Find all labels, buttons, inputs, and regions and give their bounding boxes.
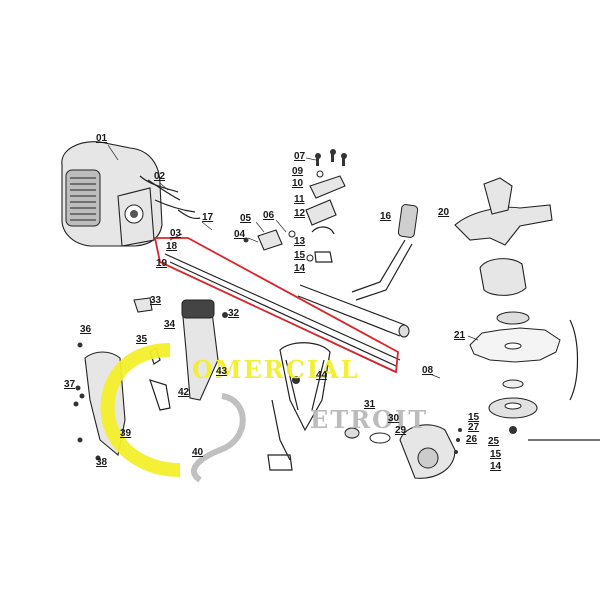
harness bbox=[267, 342, 331, 471]
part-label-04: 04 bbox=[234, 229, 246, 240]
part-label-25: 25 bbox=[488, 436, 500, 447]
part-label-38: 38 bbox=[96, 457, 108, 468]
engine-assembly bbox=[61, 141, 201, 247]
part-label-09: 09 bbox=[292, 166, 304, 177]
part-label-35: 35 bbox=[136, 334, 148, 345]
part-label-17: 17 bbox=[202, 212, 214, 223]
part-label-43: 43 bbox=[216, 366, 228, 377]
part-label-01: 01 bbox=[96, 133, 108, 144]
part-label-39: 39 bbox=[120, 428, 132, 439]
part-label-12: 12 bbox=[294, 208, 306, 219]
part-label-07: 07 bbox=[294, 151, 306, 162]
watermark-line2: ETROIT bbox=[310, 405, 428, 434]
clamp-parts bbox=[243, 149, 347, 263]
part-label-29: 29 bbox=[395, 425, 407, 436]
part-label-40: 40 bbox=[192, 447, 204, 458]
part-label-03: 03 bbox=[170, 228, 182, 239]
part-label-44: 44 bbox=[316, 370, 328, 381]
part-label-34: 34 bbox=[164, 319, 176, 330]
part-label-05: 05 bbox=[240, 213, 252, 224]
part-label-37: 37 bbox=[64, 379, 76, 390]
part-label-26: 26 bbox=[466, 434, 478, 445]
part-label-36: 36 bbox=[80, 324, 92, 335]
part-label-20: 20 bbox=[438, 207, 450, 218]
part-label-19: 19 bbox=[156, 258, 168, 269]
part-label-31: 31 bbox=[364, 399, 376, 410]
part-label-14b: 14 bbox=[490, 461, 502, 472]
watermark-logo: OMERCIAL ETROIT bbox=[100, 343, 428, 483]
part-label-11: 11 bbox=[294, 194, 305, 205]
front-handle bbox=[133, 297, 228, 401]
part-label-18: 18 bbox=[166, 241, 178, 252]
part-label-33: 33 bbox=[150, 295, 162, 306]
leader-lines bbox=[107, 144, 479, 379]
tube-handle-assembly bbox=[297, 204, 419, 338]
watermark-line1: OMERCIAL bbox=[192, 355, 360, 384]
part-label-13: 13 bbox=[294, 236, 306, 247]
part-label-32: 32 bbox=[228, 308, 240, 319]
part-label-10: 10 bbox=[292, 178, 304, 189]
part-label-21: 21 bbox=[454, 330, 466, 341]
part-labels: 01 02 03 04 05 06 07 08 09 10 11 12 13 1… bbox=[64, 133, 502, 472]
part-label-15c: 15 bbox=[490, 449, 502, 460]
part-label-15b: 15 bbox=[468, 412, 480, 423]
part-label-08: 08 bbox=[422, 365, 434, 376]
part-label-16: 16 bbox=[380, 211, 392, 222]
highlight-outline bbox=[153, 237, 399, 374]
guard-part bbox=[454, 177, 553, 246]
part-label-14: 14 bbox=[294, 263, 306, 274]
part-label-30: 30 bbox=[388, 413, 400, 424]
part-label-27: 27 bbox=[468, 422, 480, 433]
gearhead-blade bbox=[469, 258, 600, 441]
part-label-42: 42 bbox=[178, 387, 190, 398]
part-label-15: 15 bbox=[294, 250, 306, 261]
part-label-02: 02 bbox=[154, 171, 166, 182]
gearbox bbox=[344, 424, 462, 479]
part-label-06: 06 bbox=[263, 210, 275, 221]
